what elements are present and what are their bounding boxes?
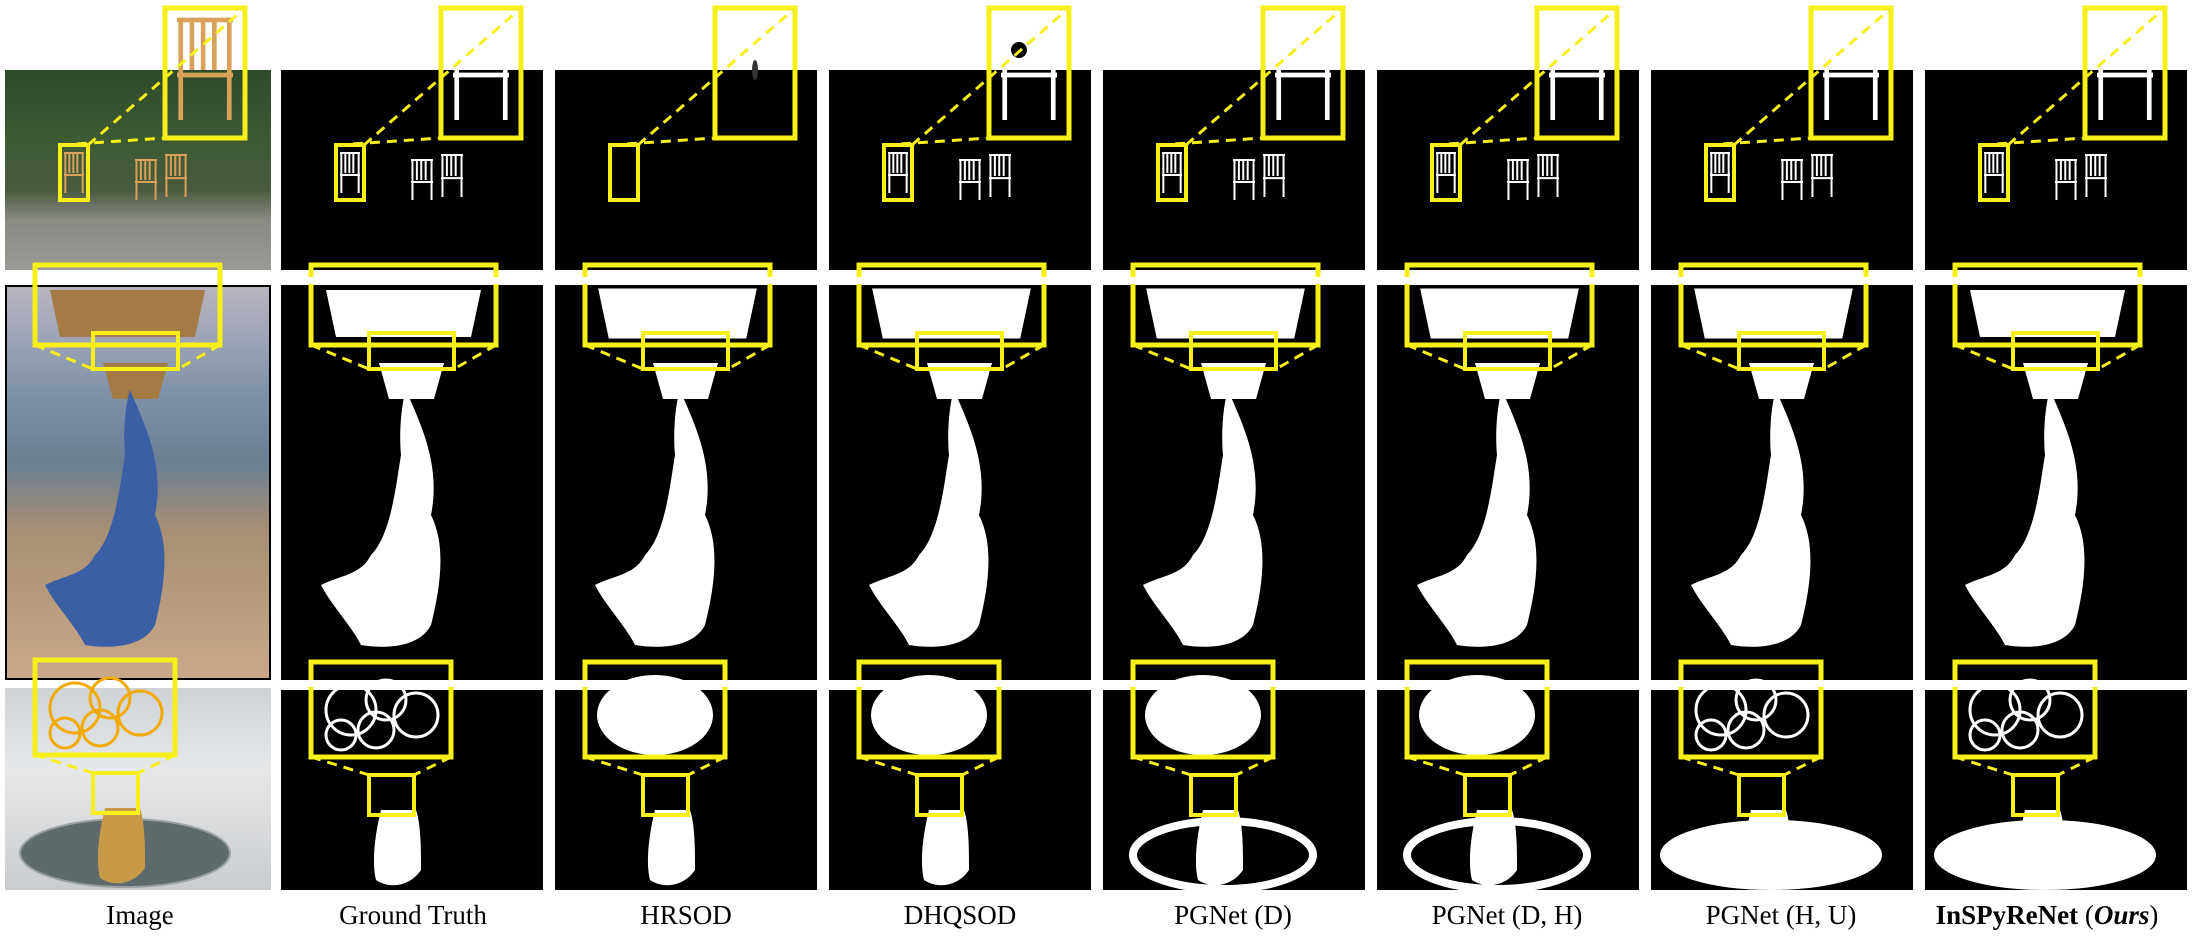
cell-drawing — [1430, 5, 1620, 202]
mask-dessert-plate — [1103, 659, 1365, 893]
mask-dessert-plate — [1651, 659, 1913, 890]
mask-basket-woman — [1651, 262, 1913, 685]
cell-drawing — [1660, 659, 1882, 890]
cell-drawing — [1404, 262, 1595, 647]
column-gt — [281, 0, 543, 890]
comparison-figure — [5, 0, 2194, 893]
cell-drawing — [1129, 659, 1317, 893]
mask-basket-woman — [1377, 262, 1639, 685]
mask-chair-scene — [281, 5, 543, 270]
row-separator — [272, 277, 2194, 284]
cell-background — [5, 70, 271, 270]
ours-paren-open: ( — [2078, 900, 2094, 930]
column-pgnet_dh — [1377, 0, 1639, 893]
cell-drawing — [1704, 5, 1894, 202]
mask-dessert-plate — [1377, 659, 1639, 893]
label-hrsod: HRSOD — [640, 900, 732, 930]
ours-paren-close: ) — [2149, 900, 2159, 930]
label-image: Image — [106, 900, 174, 930]
cell-drawing — [856, 659, 1002, 886]
cell-drawing — [58, 5, 248, 202]
column-hrsod — [555, 0, 817, 890]
mask-basket-woman — [1925, 262, 2187, 685]
column-pgnet_hu — [1651, 0, 1913, 890]
label-ours: InSPyReNet (Ours) — [1900, 900, 2194, 931]
column-pgnet_d — [1103, 0, 1365, 893]
mask-chair-scene — [1925, 5, 2187, 270]
mask-dessert-plate — [555, 659, 817, 890]
cell-drawing — [608, 5, 798, 202]
mask-basket-woman — [1103, 262, 1365, 685]
mask-chair-scene — [1103, 5, 1365, 270]
mask-chair-scene — [555, 5, 817, 270]
cell-drawing — [1403, 659, 1591, 893]
ours-method-name: InSPyReNet — [1935, 900, 2079, 930]
mask-basket-woman — [829, 262, 1091, 685]
cell-drawing — [1130, 262, 1321, 647]
cell-drawing — [32, 262, 223, 647]
cell-drawing — [334, 5, 524, 202]
column-ours — [1925, 0, 2187, 890]
mask-dessert-plate — [281, 659, 543, 890]
input-image-basket-woman — [5, 262, 271, 680]
label-pgnet-d: PGNet (D) — [1174, 900, 1292, 930]
mask-dessert-plate — [829, 659, 1091, 890]
mask-dessert-plate — [1925, 659, 2187, 890]
cell-drawing — [308, 659, 454, 886]
cell-drawing — [882, 5, 1072, 202]
cell-drawing — [1678, 262, 1869, 647]
mask-chair-scene — [1651, 5, 1913, 270]
mask-basket-woman — [281, 262, 543, 685]
label-ground-truth: Ground Truth — [339, 900, 487, 930]
row-separator — [272, 680, 2194, 687]
input-image-dessert-plate — [5, 657, 271, 890]
mask-chair-scene — [1377, 5, 1639, 270]
cell-drawing — [1934, 659, 2156, 890]
mask-basket-woman — [555, 262, 817, 685]
cell-drawing — [19, 657, 231, 888]
cell-background — [555, 70, 817, 270]
label-dhqsod: DHQSOD — [903, 900, 1017, 930]
label-pgnet-dh: PGNet (D, H) — [1431, 900, 1583, 930]
cell-drawing — [308, 262, 499, 647]
column-dhqsod — [829, 0, 1091, 890]
cell-drawing — [582, 262, 773, 647]
cell-drawing — [1952, 262, 2143, 647]
ours-tag: Ours — [2093, 900, 2150, 930]
cell-drawing — [582, 659, 728, 886]
input-image-chair-scene — [5, 5, 271, 270]
cell-drawing — [1156, 5, 1346, 202]
label-pgnet-hu: PGNet (H, U) — [1705, 900, 1857, 930]
cell-drawing — [1978, 5, 2168, 202]
mask-chair-scene — [829, 5, 1091, 270]
column-image — [5, 0, 271, 890]
cell-drawing — [856, 262, 1047, 647]
